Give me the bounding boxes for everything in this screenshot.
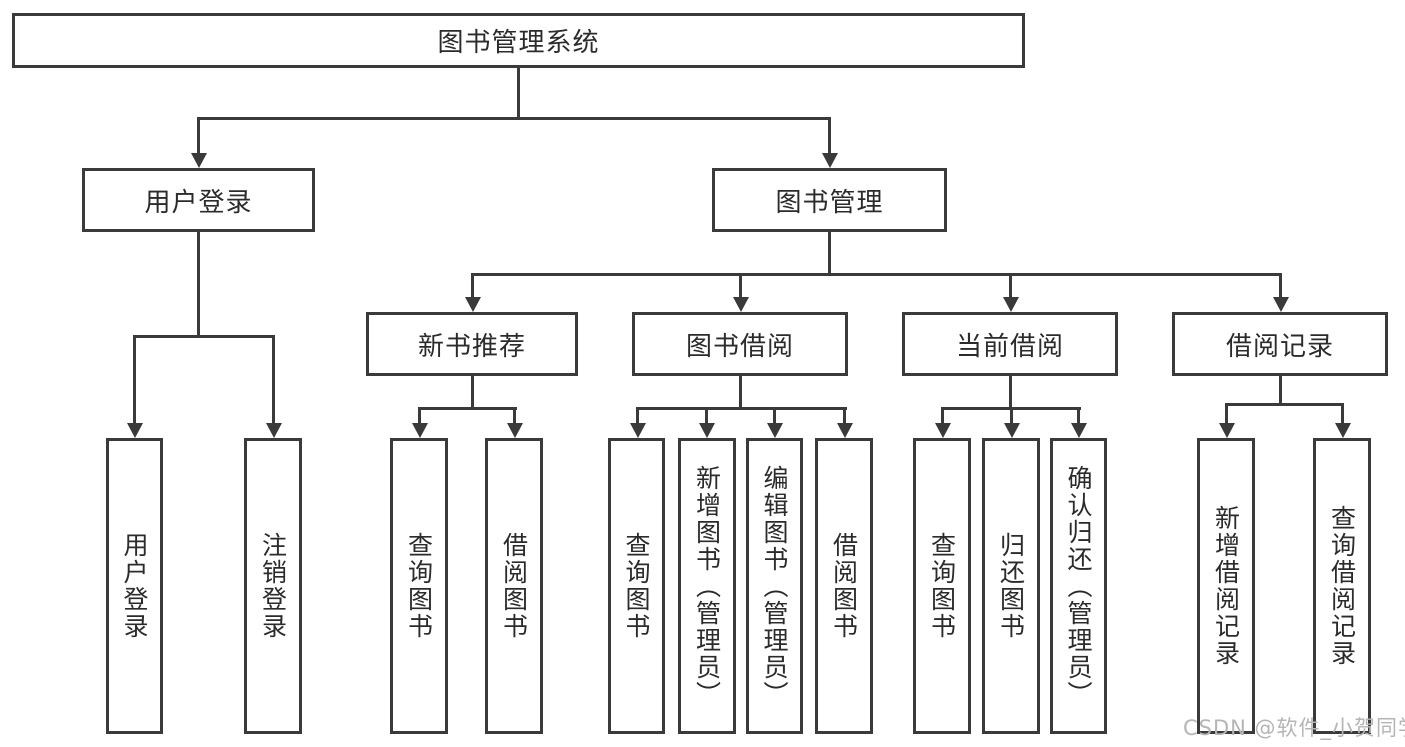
node-borrow-records: 借阅记录 <box>1172 312 1388 376</box>
connector-vline <box>517 68 520 117</box>
connector-hline <box>133 335 275 338</box>
arrow-down-icon <box>739 273 742 297</box>
arrow-down-icon <box>1077 407 1080 423</box>
node-current-borrow: 当前借阅 <box>902 312 1118 376</box>
node-borrow-records-label: 借阅记录 <box>1225 331 1334 362</box>
connector-vline <box>828 232 831 273</box>
arrow-down-icon <box>1010 407 1013 423</box>
node-book-management-label: 图书管理 <box>775 187 884 218</box>
connector-vline <box>739 376 742 407</box>
leaf-edit-book-admin-label: 编辑图书（管理员） <box>760 464 789 708</box>
arrow-down-icon <box>1009 273 1012 297</box>
csdn-watermark: CSDN @软件_小贺同学 <box>1183 716 1405 740</box>
leaf-query-borrow-record-label: 查询借阅记录 <box>1327 505 1357 667</box>
node-book-borrow: 图书借阅 <box>632 312 848 376</box>
leaf-borrow-books-recommend: 借阅图书 <box>485 438 543 734</box>
arrow-down-icon <box>828 117 831 153</box>
leaf-borrow-books-recommend-label: 借阅图书 <box>499 532 529 640</box>
arrow-down-icon <box>133 335 136 423</box>
leaf-logout-label: 注销登录 <box>258 532 288 640</box>
arrow-down-icon <box>941 407 944 423</box>
node-new-book-recommend-label: 新书推荐 <box>417 331 526 362</box>
connector-vline <box>197 232 200 335</box>
leaf-add-borrow-record: 新增借阅记录 <box>1197 438 1255 734</box>
leaf-return-book: 归还图书 <box>982 438 1040 734</box>
leaf-query-borrow-record: 查询借阅记录 <box>1313 438 1371 734</box>
connector-hline <box>471 273 1282 276</box>
leaf-add-borrow-record-label: 新增借阅记录 <box>1211 505 1241 667</box>
arrow-down-icon <box>513 407 516 423</box>
arrow-down-icon <box>773 407 776 423</box>
leaf-borrow-books: 借阅图书 <box>815 438 873 734</box>
arrow-down-icon <box>1279 273 1282 297</box>
connector-hline <box>1225 403 1344 406</box>
node-book-management: 图书管理 <box>712 168 947 232</box>
connector-hline <box>418 407 517 410</box>
connector-hline <box>636 407 847 410</box>
arrow-down-icon <box>1341 403 1344 423</box>
leaf-confirm-return-admin: 确认归还（管理员） <box>1050 438 1107 734</box>
leaf-edit-book-admin: 编辑图书（管理员） <box>746 438 803 734</box>
connector-vline <box>1009 376 1012 407</box>
arrow-down-icon <box>636 407 639 423</box>
node-current-borrow-label: 当前借阅 <box>955 331 1064 362</box>
arrow-down-icon <box>471 273 474 297</box>
arrow-down-icon <box>197 117 200 153</box>
leaf-query-books-borrow-label: 查询图书 <box>622 532 651 640</box>
connector-vline <box>471 376 474 407</box>
arrow-down-icon <box>272 335 275 423</box>
leaf-query-books-recommend-label: 查询图书 <box>404 532 434 640</box>
leaf-add-book-admin: 新增图书（管理员） <box>678 438 736 734</box>
leaf-user-login: 用户登录 <box>106 438 163 734</box>
leaf-query-books-current: 查询图书 <box>913 438 971 734</box>
connector-hline <box>197 117 831 120</box>
node-book-borrow-label: 图书借阅 <box>685 331 794 362</box>
leaf-user-login-label: 用户登录 <box>120 532 149 640</box>
arrow-down-icon <box>705 407 708 423</box>
node-library-system: 图书管理系统 <box>12 13 1025 68</box>
node-new-book-recommend: 新书推荐 <box>366 312 578 376</box>
leaf-query-books-borrow: 查询图书 <box>608 438 665 734</box>
leaf-borrow-books-label: 借阅图书 <box>829 532 859 640</box>
leaf-query-books-recommend: 查询图书 <box>390 438 448 734</box>
arrow-down-icon <box>418 407 421 423</box>
node-user-login: 用户登录 <box>82 168 315 232</box>
node-library-system-label: 图书管理系统 <box>437 28 600 58</box>
leaf-return-book-label: 归还图书 <box>996 532 1026 640</box>
arrow-down-icon <box>1225 403 1228 423</box>
leaf-confirm-return-admin-label: 确认归还（管理员） <box>1064 464 1093 708</box>
arrow-down-icon <box>843 407 846 423</box>
node-user-login-label: 用户登录 <box>144 187 253 218</box>
connector-vline <box>1279 376 1282 403</box>
leaf-add-book-admin-label: 新增图书（管理员） <box>692 464 722 708</box>
leaf-query-books-current-label: 查询图书 <box>927 532 957 640</box>
leaf-logout: 注销登录 <box>244 438 302 734</box>
